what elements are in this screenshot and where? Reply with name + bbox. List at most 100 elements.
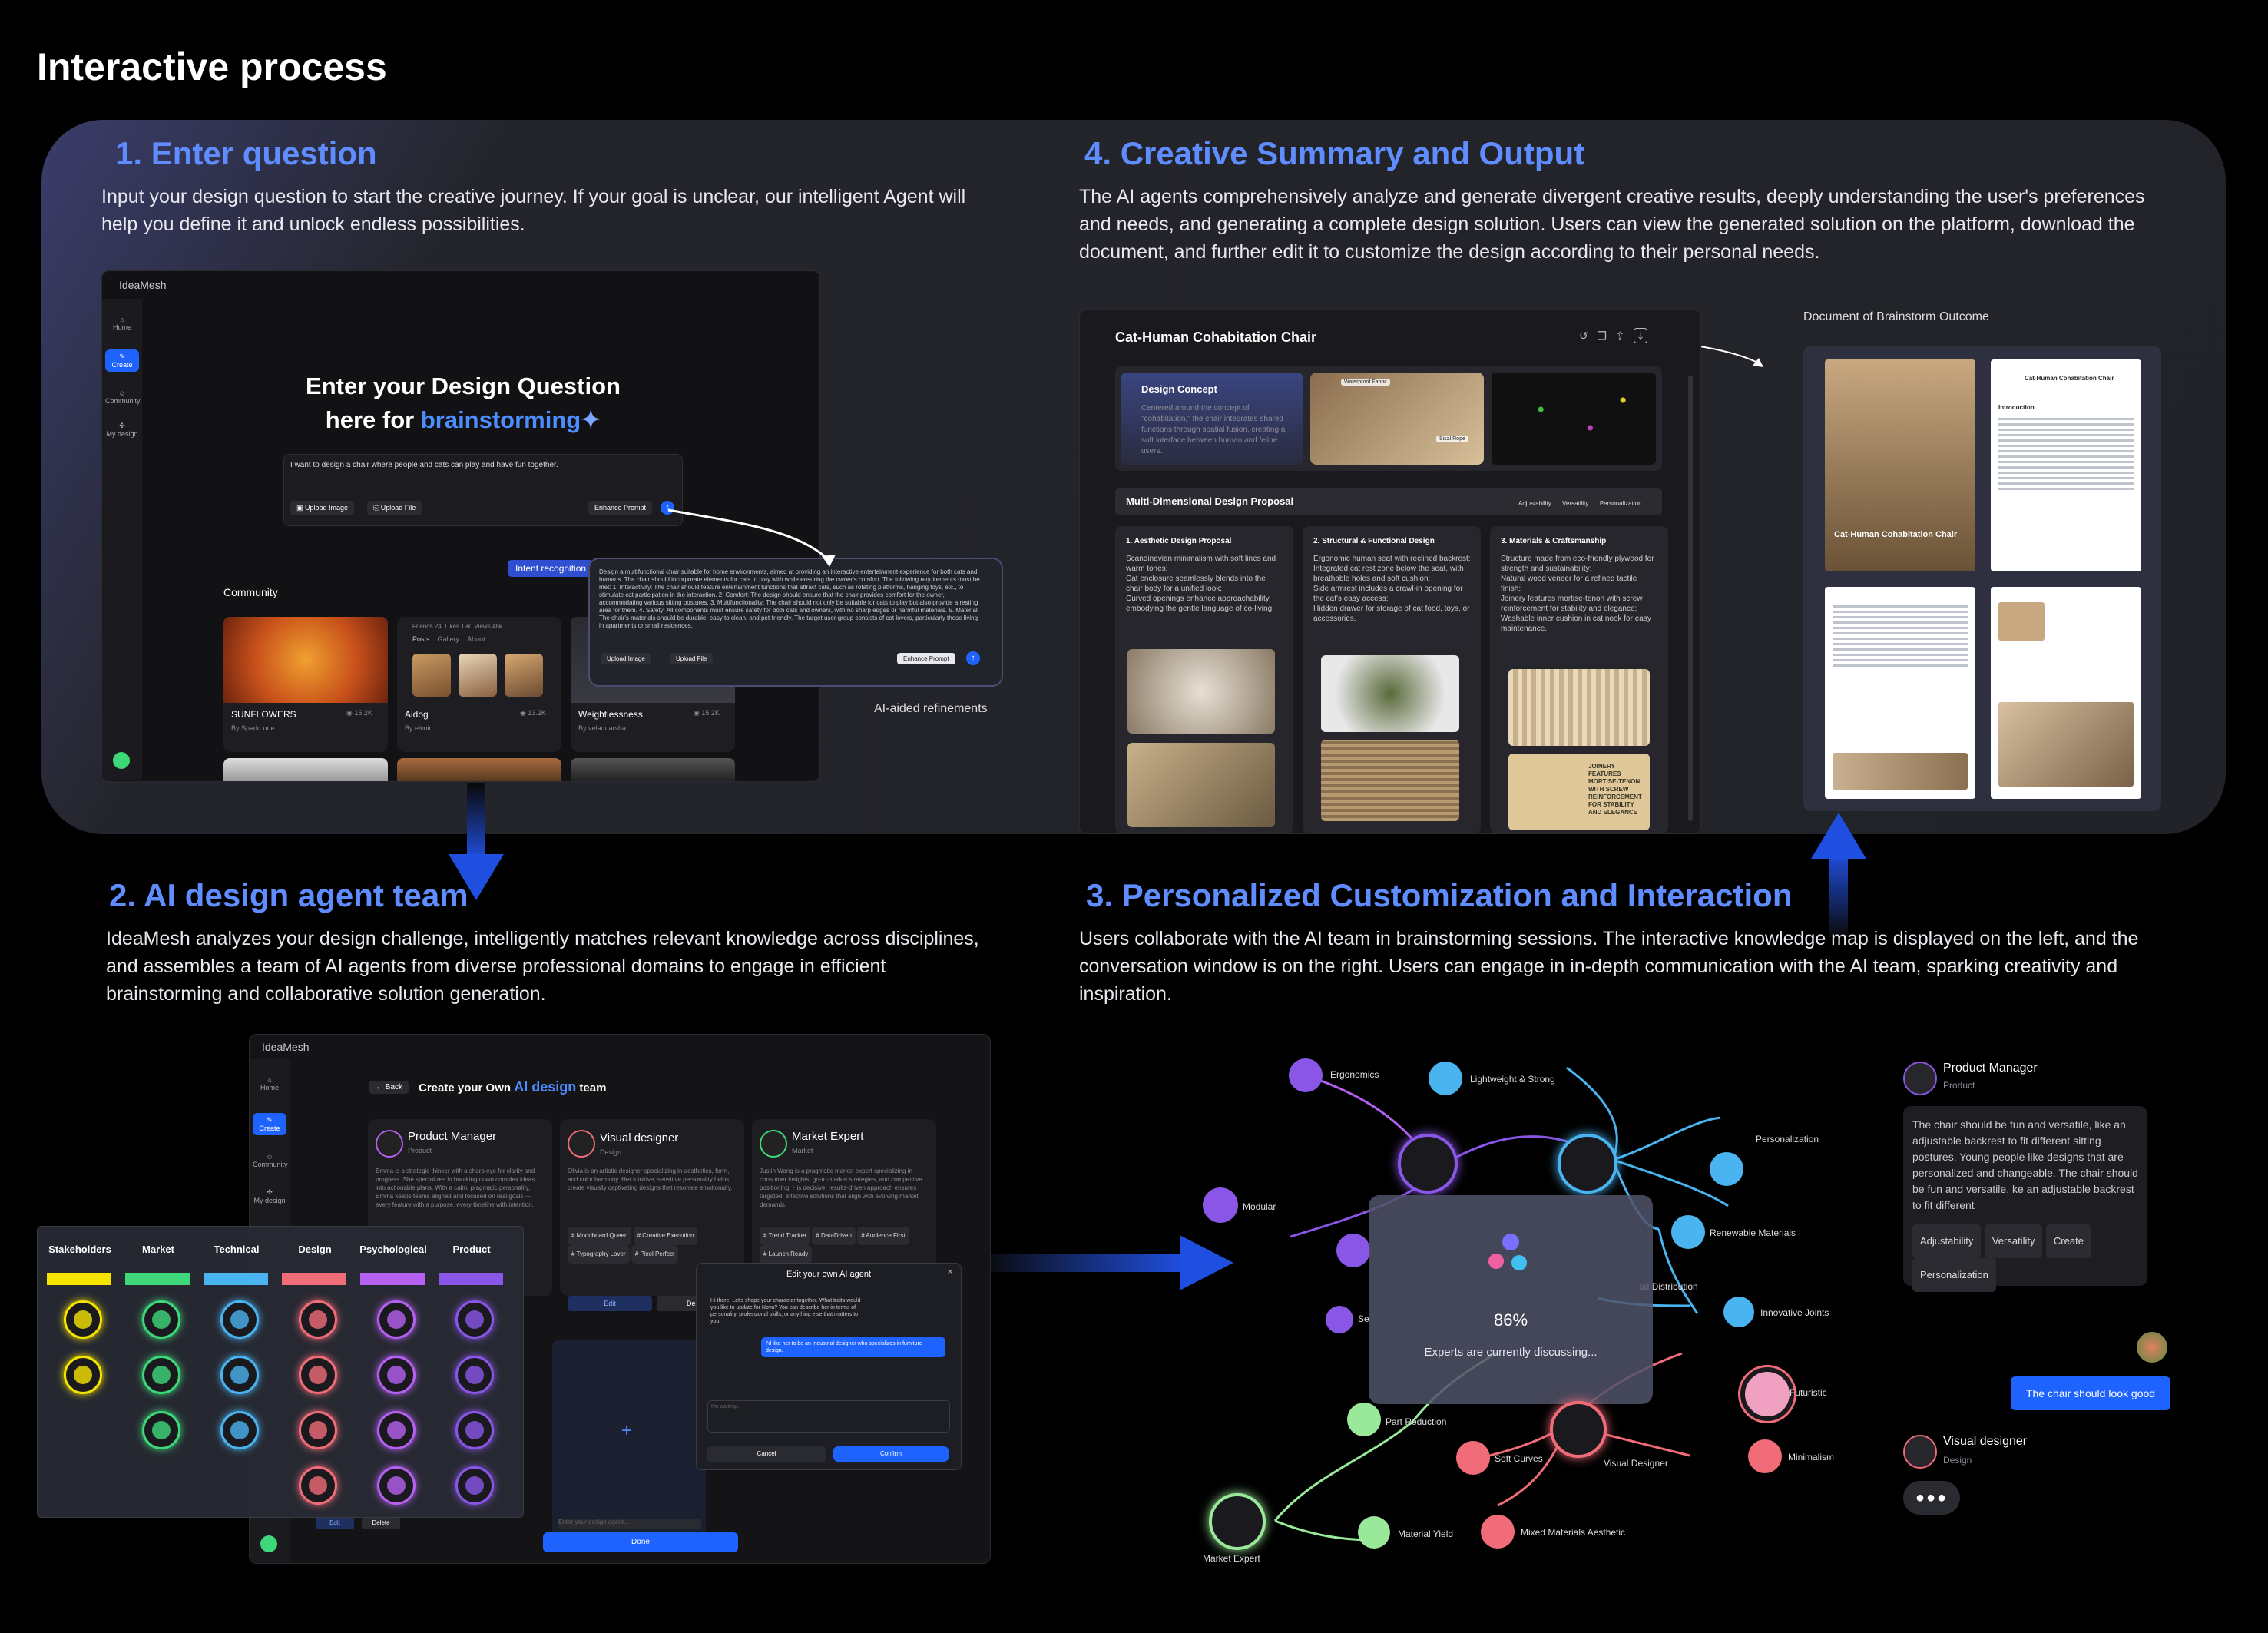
node-part-reduction[interactable] <box>1347 1403 1381 1436</box>
agent-avatar-icon[interactable] <box>455 1411 494 1449</box>
agent-node-market-expert[interactable] <box>1209 1493 1266 1550</box>
agent-avatar-icon[interactable] <box>142 1300 180 1339</box>
agent-avatar-icon[interactable] <box>220 1300 259 1339</box>
node-label: Material Yield <box>1398 1529 1454 1539</box>
tag-chip[interactable]: Versatility <box>1984 1224 2043 1258</box>
send-icon[interactable]: ↑ <box>966 651 980 665</box>
profile-tabs[interactable]: Posts Gallery About <box>412 635 485 643</box>
node-material-yield[interactable] <box>1358 1516 1390 1549</box>
node-soft-curves[interactable] <box>1456 1441 1490 1475</box>
share-icon[interactable]: ⇪ <box>1615 330 1625 342</box>
add-agent-card[interactable]: + <box>552 1340 706 1540</box>
agent-input[interactable]: Enter your design agent... <box>558 1519 701 1529</box>
node-ergonomics[interactable] <box>1289 1058 1323 1092</box>
node-purple[interactable] <box>1336 1234 1370 1267</box>
agent-avatar-icon[interactable] <box>220 1356 259 1394</box>
modal-input[interactable]: I'm waiting... <box>707 1400 950 1433</box>
category-color-bar <box>125 1273 190 1285</box>
agent-name: Visual designer <box>600 1131 679 1144</box>
ai-refine-caption: AI-aided refinements <box>874 702 988 715</box>
agent-avatar-icon[interactable] <box>455 1300 494 1339</box>
tag-chip[interactable]: Personalization <box>1912 1258 1996 1292</box>
agent-avatar-icon[interactable] <box>377 1356 416 1394</box>
question-input[interactable]: I want to design a chair where people an… <box>283 454 683 526</box>
agent-avatar-icon[interactable] <box>64 1300 102 1339</box>
node-personalization[interactable] <box>1710 1152 1743 1186</box>
node-lightweight[interactable] <box>1429 1062 1462 1095</box>
copy-icon[interactable]: ❐ <box>1597 330 1607 342</box>
done-button[interactable]: Done <box>543 1532 738 1552</box>
node-se[interactable] <box>1326 1306 1353 1333</box>
agent-avatar-icon[interactable] <box>377 1300 416 1339</box>
dog-photo <box>505 654 543 697</box>
agent-node-product[interactable] <box>1398 1134 1458 1194</box>
category-label: Design <box>298 1244 332 1255</box>
section-4-text: The AI agents comprehensively analyze an… <box>1079 186 2145 263</box>
column-items: Ergonomic human seat with reclined backr… <box>1313 555 1471 623</box>
upload-file-button[interactable]: ⎘ Upload File <box>367 501 422 515</box>
node-mixed-materials[interactable] <box>1481 1515 1515 1549</box>
agent-node-technical[interactable] <box>1558 1134 1617 1194</box>
community-card[interactable]: Friends 24 Likes 19k Views 46k Posts Gal… <box>397 617 561 752</box>
back-button[interactable]: ← Back <box>369 1081 409 1094</box>
agent-avatar-icon[interactable] <box>220 1411 259 1449</box>
enhance-prompt-button[interactable]: Enhance Prompt <box>588 501 653 515</box>
close-icon[interactable]: ✕ <box>947 1268 954 1277</box>
agent-avatar-icon[interactable] <box>377 1466 416 1505</box>
node-futuristic[interactable] <box>1740 1367 1794 1421</box>
agent-avatar-icon[interactable] <box>64 1356 102 1394</box>
user-message: The chair should look good <box>2011 1376 2170 1410</box>
confirm-button[interactable]: Confirm <box>833 1446 949 1462</box>
nav-home[interactable]: ⌂Home <box>253 1076 286 1091</box>
node-modular[interactable] <box>1203 1187 1238 1223</box>
agent-role: Product <box>408 1147 432 1154</box>
agent-card[interactable]: Visual designer Design Olivia is an arti… <box>560 1119 744 1296</box>
agent-avatar-icon[interactable] <box>377 1411 416 1449</box>
cancel-button[interactable]: Cancel <box>707 1446 826 1462</box>
community-card[interactable]: SUNFLOWERS ◉ 15.2K By SparkLune <box>223 617 388 752</box>
agent-avatar-icon[interactable] <box>299 1411 337 1449</box>
edit-button[interactable]: Edit <box>568 1296 652 1311</box>
card-image <box>223 758 388 781</box>
agent-tags: # Trend Tracker # DataDriven # Audience … <box>760 1227 929 1264</box>
agent-avatar-icon[interactable] <box>299 1356 337 1394</box>
agent-avatar-icon[interactable] <box>142 1356 180 1394</box>
node-innovative[interactable] <box>1723 1297 1754 1327</box>
delete-button[interactable]: Delete <box>362 1517 400 1529</box>
download-icon[interactable]: ⤓ <box>1634 328 1648 343</box>
scrollbar[interactable] <box>1688 376 1693 821</box>
enhance-prompt-button[interactable]: Enhance Prompt <box>897 653 955 664</box>
agent-avatar-icon[interactable] <box>455 1466 494 1505</box>
my-design-icon: ✣ <box>119 422 125 429</box>
history-icon[interactable]: ↺ <box>1579 330 1588 342</box>
doc-cover: Cat-Human Cohabitation Chair <box>1825 359 1975 571</box>
tag-chip[interactable]: Adjustability <box>1912 1224 1982 1258</box>
upload-image-button[interactable]: ▣ Upload Image <box>290 501 355 515</box>
tag-chip[interactable]: Create <box>2045 1224 2091 1258</box>
nav-my-design[interactable]: ✣My design <box>253 1188 286 1204</box>
agent-node-visual-designer[interactable] <box>1550 1401 1607 1458</box>
concept-title: Design Concept <box>1141 383 1217 395</box>
edit-button[interactable]: Edit <box>316 1517 354 1529</box>
my-design-icon: ✣ <box>267 1188 273 1196</box>
nav-my-design[interactable]: ✣My design <box>106 422 138 438</box>
node-minimalism[interactable] <box>1748 1439 1782 1473</box>
agent-avatar-icon[interactable] <box>142 1411 180 1449</box>
proposal-column: 1. Aesthetic Design Proposal Scandinavia… <box>1115 526 1293 833</box>
dog-photo <box>459 654 497 697</box>
edit-agent-modal: Edit your own AI agent ✕ Hi there! Let's… <box>696 1263 962 1470</box>
nav-community[interactable]: ☺Community <box>253 1153 288 1168</box>
upload-image-button[interactable]: Upload Image <box>601 653 651 664</box>
agent-avatar-icon[interactable] <box>299 1466 337 1505</box>
section-1-heading: 1. Enter question <box>115 135 377 171</box>
agent-avatar-icon[interactable] <box>455 1356 494 1394</box>
nav-create[interactable]: ✎Create <box>253 1113 286 1135</box>
upload-file-button[interactable]: Upload File <box>670 653 714 664</box>
node-renewable[interactable] <box>1671 1215 1705 1249</box>
card-author: By SparkLune <box>231 724 275 732</box>
agent-avatar-icon[interactable] <box>299 1300 337 1339</box>
nav-community[interactable]: ☺Community <box>105 389 141 405</box>
nav-home[interactable]: ⌂Home <box>105 316 139 331</box>
flow-arrow-down-icon <box>449 854 504 900</box>
nav-create[interactable]: ✎Create <box>105 349 139 372</box>
